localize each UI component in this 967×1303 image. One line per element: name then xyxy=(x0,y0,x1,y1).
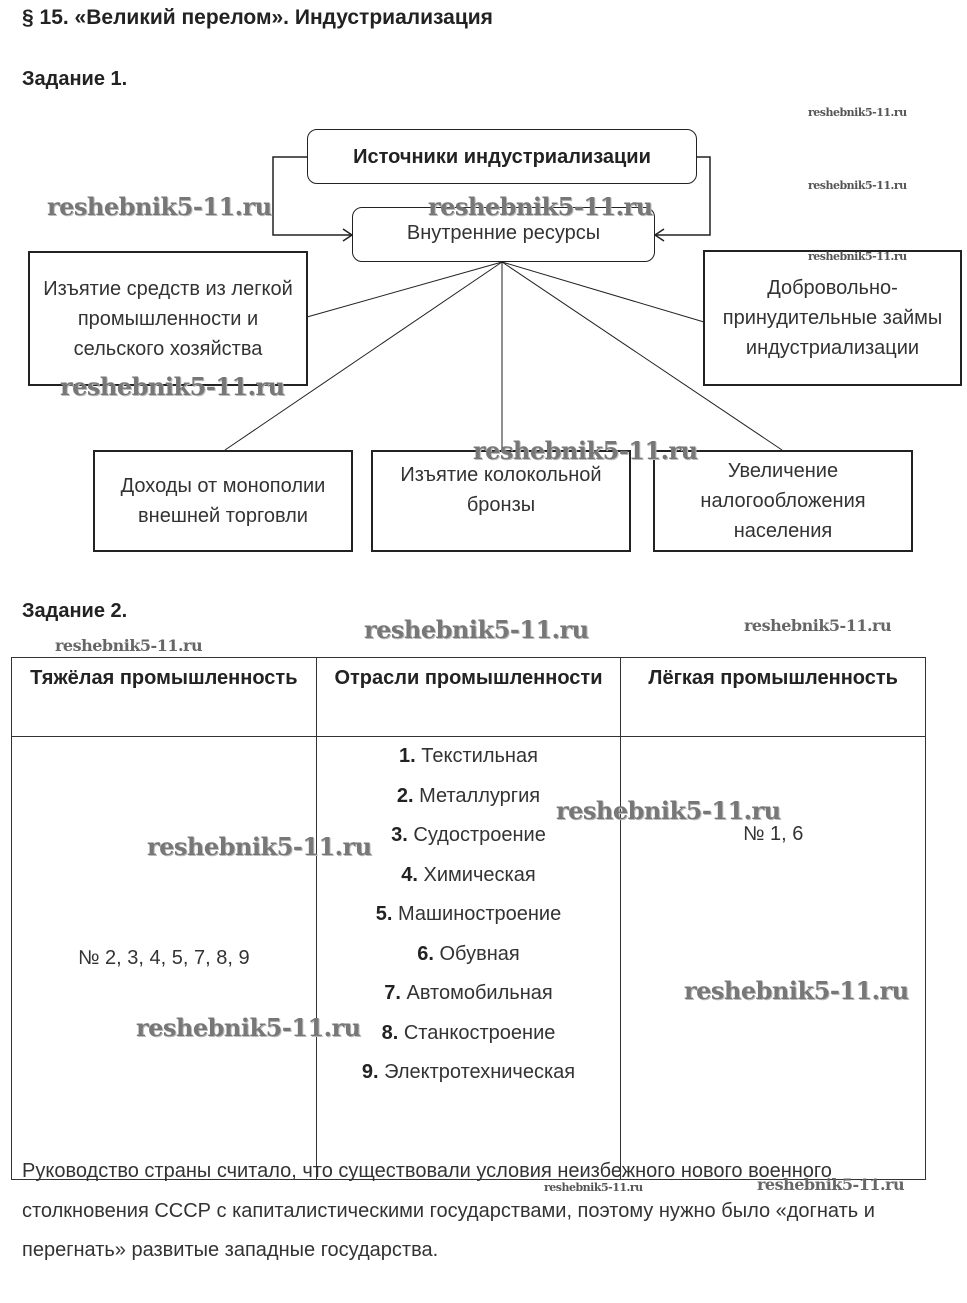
branch-item: 2. Металлургия xyxy=(317,777,621,817)
task1-label: Задание 1. xyxy=(22,68,128,90)
watermark: reshebnik5-11.ru xyxy=(757,1175,905,1194)
header-light: Лёгкая промышленность xyxy=(620,657,926,737)
heavy-branches-list: № 2, 3, 4, 5, 7, 8, 9 xyxy=(78,946,250,969)
branch-number: 3. xyxy=(391,824,408,846)
page-title: § 15. «Великий перелом». Индустриализаци… xyxy=(22,6,493,29)
header-heavy: Тяжёлая промышленность xyxy=(11,657,317,737)
diagram-root-label: Источники индустриализации xyxy=(353,145,651,168)
branch-item: 8. Станкостроение xyxy=(317,1014,621,1054)
branch-name: Металлургия xyxy=(419,784,541,807)
branch-item: 3. Судостроение xyxy=(317,816,621,856)
branch-name: Обувная xyxy=(439,942,520,965)
diagram-bottom-box-1-label: Доходы от монополии внешней торговли xyxy=(120,475,326,527)
watermark: reshebnik5-11.ru xyxy=(428,192,653,221)
diagram-right-box-label: Добровольно-принудительные займы индустр… xyxy=(722,277,943,359)
watermark: reshebnik5-11.ru xyxy=(808,106,907,119)
watermark: reshebnik5-11.ru xyxy=(808,250,907,263)
branch-number: 7. xyxy=(384,982,401,1004)
watermark: reshebnik5-11.ru xyxy=(55,636,203,655)
header-branches: Отрасли промышленности xyxy=(315,657,622,737)
connector-right-arrow xyxy=(655,156,711,236)
watermark: reshebnik5-11.ru xyxy=(473,436,698,465)
branch-item: 4. Химическая xyxy=(317,856,621,896)
watermark: reshebnik5-11.ru xyxy=(556,796,781,825)
branch-name: Машиностроение xyxy=(397,903,562,925)
diagram-bottom-box-2: Изъятие колокольной бронзы xyxy=(371,450,631,552)
conclusion-paragraph: Руководство страны считало, что существо… xyxy=(22,1160,875,1261)
diagram-left-box: Изъятие средств из легкой промышленности… xyxy=(28,251,308,386)
branch-number: 5. xyxy=(375,903,393,925)
branch-name: Химическая xyxy=(423,863,536,886)
diagram-center: Внутренние ресурсы xyxy=(352,207,655,262)
connector-left-arrow xyxy=(272,156,352,236)
branch-name: Судостроение xyxy=(413,824,546,846)
diagram-connectors xyxy=(224,156,783,451)
branch-number: 2. xyxy=(396,784,414,807)
table-header-row: Тяжёлая промышленность Отрасли промышлен… xyxy=(11,657,926,737)
watermark: reshebnik5-11.ru xyxy=(147,832,372,861)
branch-item: 6. Обувная xyxy=(317,935,621,975)
branch-number: 4. xyxy=(401,863,418,886)
diagram-bottom-box-1: Доходы от монополии внешней торговли xyxy=(93,450,353,552)
branch-number: 6. xyxy=(417,942,434,965)
branch-number: 8. xyxy=(381,1021,399,1044)
diagram-right-box: Добровольно-принудительные займы индустр… xyxy=(703,250,962,386)
light-branches-list: № 1, 6 xyxy=(742,823,804,845)
watermark: reshebnik5-11.ru xyxy=(364,615,589,644)
branch-number: 1. xyxy=(399,745,416,767)
branch-name: Электротехническая xyxy=(384,1061,576,1083)
watermark: reshebnik5-11.ru xyxy=(47,192,272,221)
watermark: reshebnik5-11.ru xyxy=(744,616,892,635)
connector-to-bottom-left xyxy=(224,261,503,451)
watermark: reshebnik5-11.ru xyxy=(60,372,285,401)
diagram-bottom-box-2-label: Изъятие колокольной бронзы xyxy=(400,464,602,516)
branch-name: Текстильная xyxy=(421,745,538,767)
branch-item: 9. Электротехническая xyxy=(317,1053,621,1093)
branch-item: 1. Текстильная xyxy=(317,737,621,777)
connector-to-bottom-right xyxy=(501,261,783,451)
connector-to-right-box xyxy=(501,261,705,323)
branch-item: 5. Машиностроение xyxy=(317,895,621,935)
diagram-left-box-label: Изъятие средств из легкой промышленности… xyxy=(43,277,293,360)
branch-name: Автомобильная xyxy=(406,982,553,1004)
watermark: reshebnik5-11.ru xyxy=(544,1181,643,1194)
watermark: reshebnik5-11.ru xyxy=(136,1013,361,1042)
diagram-center-label: Внутренние ресурсы xyxy=(406,222,601,244)
industry-table: Тяжёлая промышленность Отрасли промышлен… xyxy=(11,657,926,1180)
diagram-bottom-box-3-label: Увеличение налогообложения населения xyxy=(700,460,866,542)
branch-item: 7. Автомобильная xyxy=(317,974,621,1014)
connector-to-left-box xyxy=(306,261,503,318)
task2-label: Задание 2. xyxy=(22,600,128,622)
watermark: reshebnik5-11.ru xyxy=(684,976,909,1005)
watermark: reshebnik5-11.ru xyxy=(808,179,907,192)
cell-light: № 1, 6 xyxy=(620,736,926,1180)
arrowhead-right xyxy=(653,228,665,242)
diagram-root: Источники индустриализации xyxy=(307,129,697,184)
diagram-bottom-box-3: Увеличение налогообложения населения xyxy=(653,450,913,552)
branch-number: 9. xyxy=(361,1061,379,1083)
branch-name: Станкостроение xyxy=(403,1021,556,1044)
cell-heavy: № 2, 3, 4, 5, 7, 8, 9 xyxy=(11,736,317,1180)
